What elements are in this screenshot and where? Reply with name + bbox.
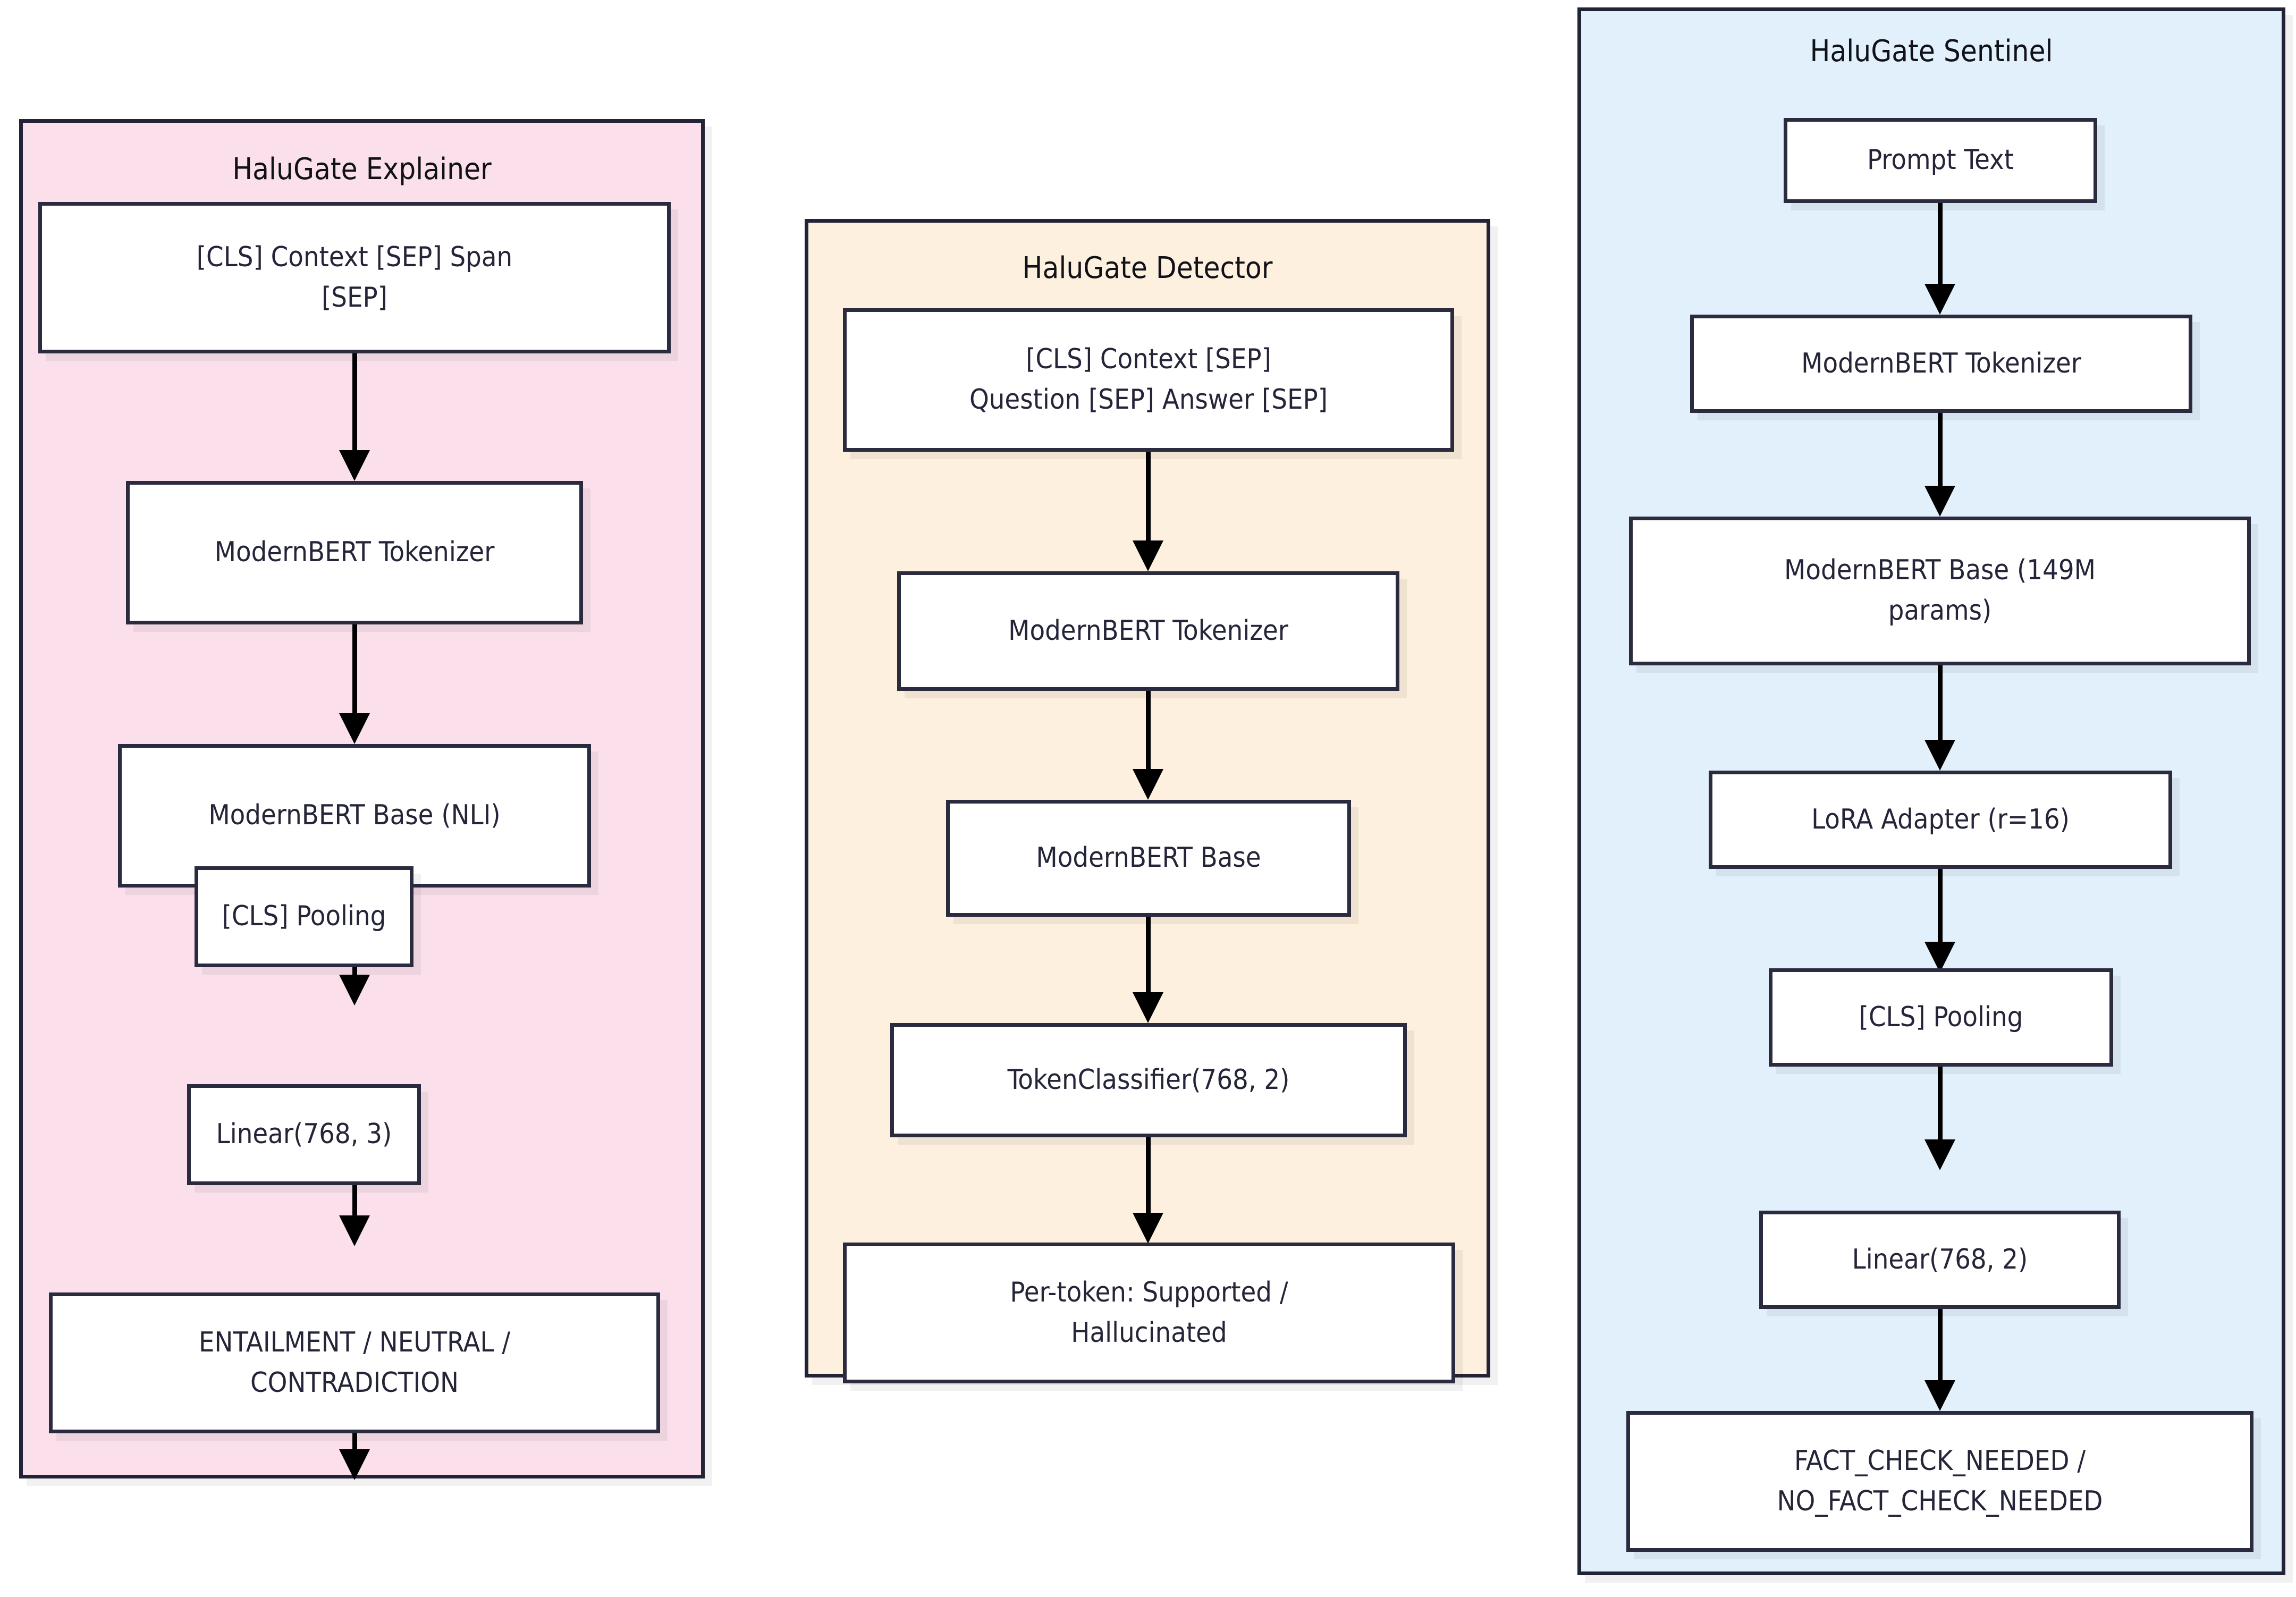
panel-detector-title: HaluGate Detector xyxy=(1022,251,1273,285)
node-det-base-label: ModernBERT Base xyxy=(1036,842,1261,874)
node-sen-output-label: FACT_CHECK_NEEDED / NO_FACT_CHECK_NEEDED xyxy=(1777,1444,2103,1517)
node-det-base[interactable]: ModernBERT Base xyxy=(946,800,1351,917)
panel-sentinel-title: HaluGate Sentinel xyxy=(1810,34,2053,69)
node-det-output-label: Per-token: Supported / Hallucinated xyxy=(1010,1276,1288,1349)
node-exp-input[interactable]: [CLS] Context [SEP] Span [SEP] xyxy=(38,202,671,353)
node-sen-prompt-label: Prompt Text xyxy=(1867,144,2014,176)
node-exp-input-label: [CLS] Context [SEP] Span [SEP] xyxy=(196,241,513,314)
node-sen-prompt[interactable]: Prompt Text xyxy=(1784,118,2097,203)
node-sen-lora[interactable]: LoRA Adapter (r=16) xyxy=(1709,771,2172,869)
node-exp-tokenizer[interactable]: ModernBERT Tokenizer xyxy=(126,481,583,624)
node-exp-output-final[interactable]: ENTAILMENT / NEUTRAL / CONTRADICTION xyxy=(49,1292,660,1433)
panel-explainer-title: HaluGate Explainer xyxy=(232,152,492,187)
node-det-input-label: [CLS] Context [SEP] Question [SEP] Answe… xyxy=(969,343,1328,416)
node-det-input[interactable]: [CLS] Context [SEP] Question [SEP] Answe… xyxy=(843,308,1454,452)
node-sen-linear-label: Linear(768, 2) xyxy=(1852,1243,2028,1275)
node-det-tokenizer-label: ModernBERT Tokenizer xyxy=(1008,614,1288,647)
node-sen-tokenizer[interactable]: ModernBERT Tokenizer xyxy=(1690,315,2192,413)
node-sen-tokenizer-label: ModernBERT Tokenizer xyxy=(1801,347,2081,379)
node-exp-base-label: ModernBERT Base (NLI) xyxy=(208,799,501,832)
node-exp-pooling-final-label: [CLS] Pooling xyxy=(222,900,386,933)
node-sen-pooling[interactable]: [CLS] Pooling xyxy=(1769,968,2113,1067)
node-exp-output-final-label: ENTAILMENT / NEUTRAL / CONTRADICTION xyxy=(198,1326,511,1399)
node-sen-output[interactable]: FACT_CHECK_NEEDED / NO_FACT_CHECK_NEEDED xyxy=(1626,1411,2253,1552)
node-det-output[interactable]: Per-token: Supported / Hallucinated xyxy=(843,1243,1455,1383)
node-exp-tokenizer-label: ModernBERT Tokenizer xyxy=(214,536,495,569)
node-exp-pooling-final[interactable]: [CLS] Pooling xyxy=(195,866,413,967)
node-exp-linear-final[interactable]: Linear(768, 3) xyxy=(187,1084,421,1185)
node-sen-base[interactable]: ModernBERT Base (149M params) xyxy=(1629,517,2251,665)
node-sen-base-label: ModernBERT Base (149M params) xyxy=(1784,554,2096,627)
node-exp-linear-final-label: Linear(768, 3) xyxy=(216,1118,392,1151)
node-det-tokenizer[interactable]: ModernBERT Tokenizer xyxy=(897,571,1399,691)
node-sen-linear[interactable]: Linear(768, 2) xyxy=(1759,1211,2121,1309)
node-sen-lora-label: LoRA Adapter (r=16) xyxy=(1811,803,2070,835)
node-det-classifier-label: TokenClassifier(768, 2) xyxy=(1007,1063,1290,1096)
node-det-classifier[interactable]: TokenClassifier(768, 2) xyxy=(890,1023,1407,1137)
node-sen-pooling-label: [CLS] Pooling xyxy=(1859,1001,2023,1033)
node-exp-base[interactable]: ModernBERT Base (NLI) xyxy=(118,744,591,888)
